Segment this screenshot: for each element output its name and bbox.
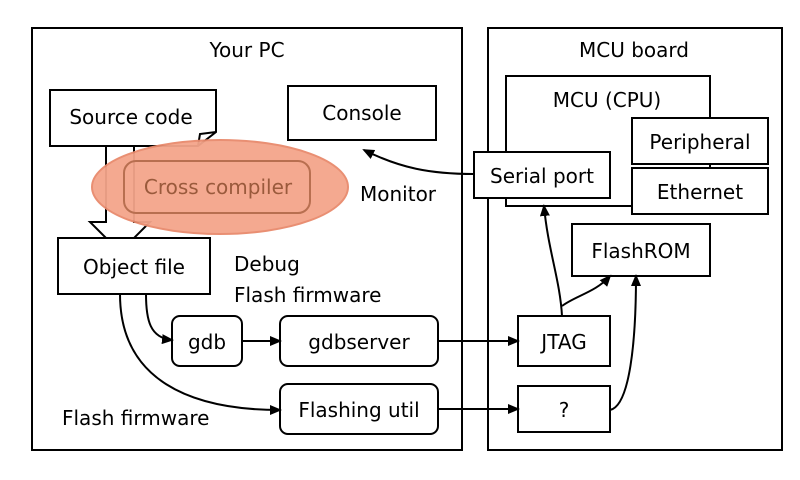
flashrom-label: FlashROM <box>591 239 691 263</box>
jtag-label: JTAG <box>541 330 587 354</box>
arrow-object-to-gdb <box>145 293 174 345</box>
flash-firmware-annotation-lower: Flash firmware <box>62 406 210 430</box>
unknown-label: ? <box>558 398 570 422</box>
jtag-box <box>517 315 611 367</box>
flashrom-box <box>571 223 711 277</box>
arrow-jtag-to-flashrom <box>561 274 612 307</box>
flashing-util-label: Flashing util <box>298 398 420 422</box>
flash-firmware-annotation-upper: Flash firmware <box>234 283 382 307</box>
arrow-serial-to-console <box>362 149 475 175</box>
console-box <box>287 85 437 141</box>
serial-port-label: Serial port <box>490 164 594 188</box>
pc-container <box>31 27 463 451</box>
peripheral-label: Peripheral <box>649 130 751 154</box>
gdbserver-label: gdbserver <box>308 330 410 354</box>
peripheral-box <box>631 117 769 165</box>
gdb-label: gdb <box>187 330 227 354</box>
debug-annotation: Debug <box>234 252 300 276</box>
object-file-label: Object file <box>83 255 185 279</box>
unknown-box <box>517 385 611 433</box>
ethernet-box <box>631 167 769 215</box>
arrow-object-to-flashing-util <box>119 293 282 415</box>
arrow-unknown-to-flashrom <box>609 274 641 411</box>
cross-compiler-highlight <box>91 139 349 235</box>
object-file-box <box>57 237 211 295</box>
cross-compiler-label: Cross compiler <box>143 175 293 199</box>
mcu-board-title: MCU board <box>579 38 689 62</box>
cross-compiler-box <box>123 160 311 214</box>
mcu-title: MCU (CPU) <box>552 88 662 112</box>
console-label: Console <box>322 101 402 125</box>
mcu-board-container <box>487 27 783 451</box>
monitor-annotation: Monitor <box>360 182 437 206</box>
source-code-label: Source code <box>69 105 193 129</box>
arrow-jtag-to-mcu <box>539 204 563 317</box>
ethernet-label: Ethernet <box>656 180 744 204</box>
source-code-box <box>49 89 217 147</box>
pc-title: Your PC <box>209 38 285 62</box>
